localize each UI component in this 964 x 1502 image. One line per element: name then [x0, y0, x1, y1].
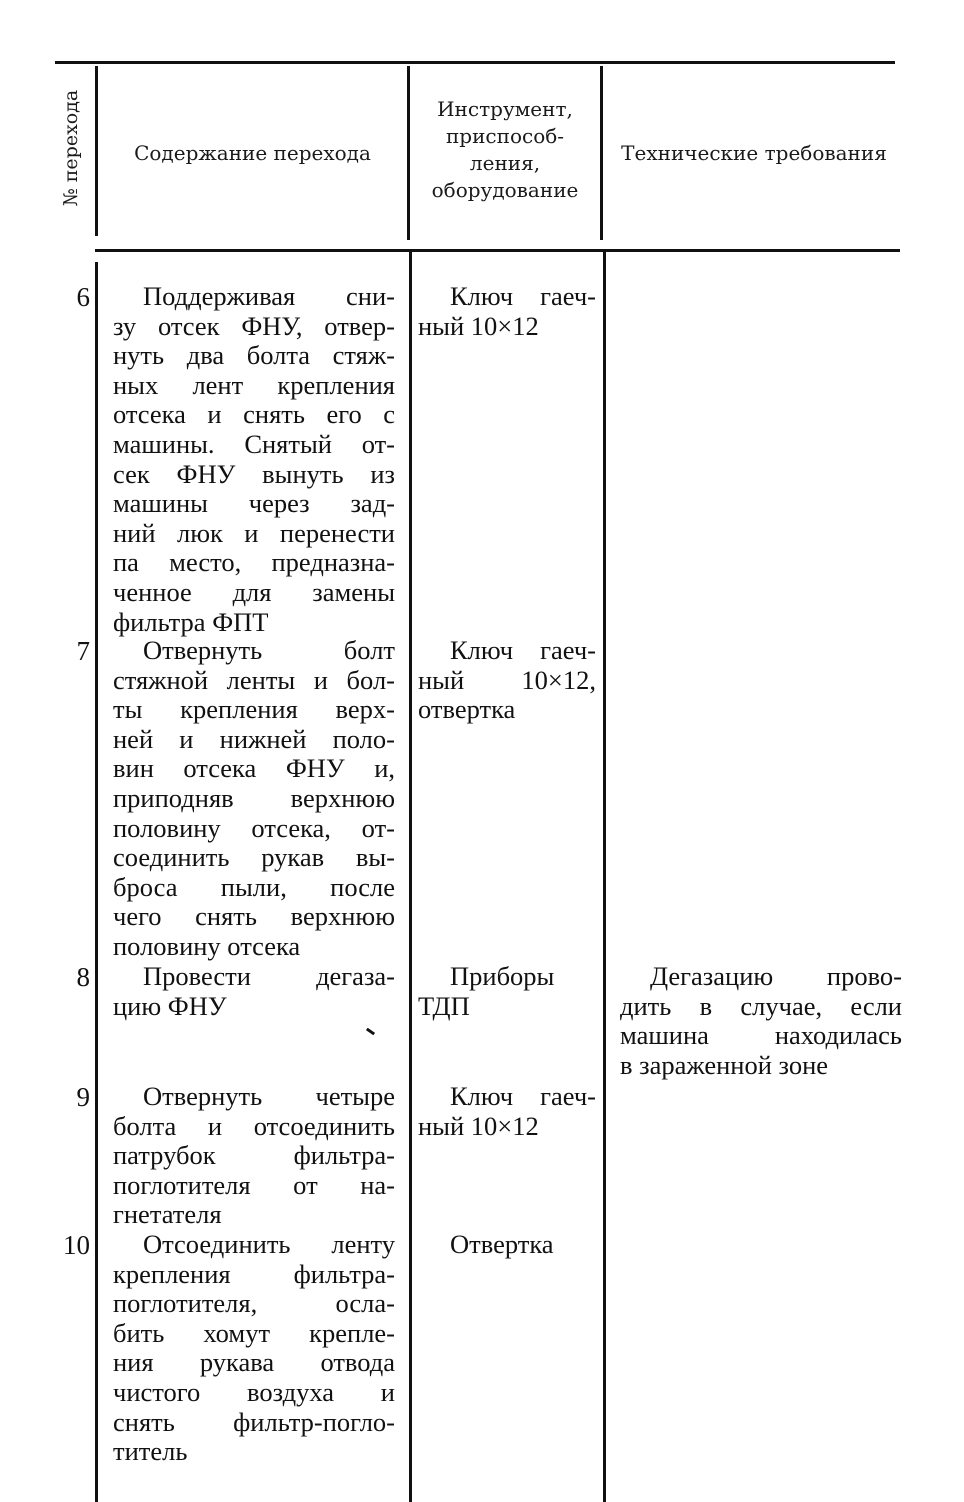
row-step-number: 6: [76, 282, 91, 312]
row-tools-line: ный 10×12: [418, 310, 539, 341]
row-tools-line: Отвертка: [450, 1229, 554, 1259]
row-tools-line: ТДП: [418, 990, 470, 1021]
row-tools: Ключ гаеч-ный 10×12: [418, 281, 596, 341]
row-step-content-line: половину отсека: [113, 930, 301, 961]
row-step-content-line: соединить рукав вы-: [113, 842, 395, 873]
row-step-number: 10: [63, 1230, 90, 1260]
row-step-content-line: чего снять верхнюю: [113, 901, 395, 932]
row-requirements-line: дить в случае, если: [620, 990, 902, 1021]
row-tools: Ключ гаеч-ный 10×12,отвертка: [418, 635, 596, 725]
row-step-content-line: патрубок фильтра-: [113, 1140, 395, 1171]
column-divider: [603, 252, 606, 1502]
row-step-content-line: поглотителя, осла-: [113, 1288, 395, 1319]
header-step-content: Содержание перехода: [134, 141, 371, 165]
column-divider: [95, 66, 98, 236]
row-step-content-line: крепления фильтра-: [113, 1258, 395, 1289]
row-step-content-line: Поддерживая сни-: [143, 281, 395, 311]
row-step-content-line: Отсоединить ленту: [143, 1229, 395, 1259]
row-step-content-line: машины через зад-: [113, 488, 395, 519]
column-divider: [407, 66, 410, 240]
row-tools-line: Ключ гаеч-: [450, 1081, 596, 1111]
row-tools: Отвертка: [418, 1229, 596, 1260]
row-tools-line: ный 10×12,: [418, 664, 596, 695]
row-step-content-line: броса пыли, после: [113, 871, 395, 902]
row-step-content-line: болта и отсоединить: [113, 1110, 395, 1141]
header-step-number: № перехода: [60, 89, 82, 207]
row-step-content-line: половину отсека, от-: [113, 812, 395, 843]
column-divider: [409, 252, 412, 1502]
row-requirements-line: Дегазацию прово-: [650, 961, 902, 991]
row-step-content-line: чистого воздуха и: [113, 1376, 395, 1407]
row-step-content-line: поглотителя от на-: [113, 1169, 395, 1200]
row-step-content-line: зу отсек ФНУ, отвер-: [113, 310, 395, 341]
row-step-content-line: ний люк и перенести: [113, 517, 395, 548]
row-step-content: Поддерживая сни-зу отсек ФНУ, отвер-нуть…: [113, 281, 395, 637]
row-step-content-line: снять фильтр-погло-: [113, 1406, 395, 1437]
header-tools: Инструмент, приспособ- ления, оборудован…: [431, 97, 579, 202]
row-tools-line: отвертка: [418, 694, 516, 725]
row-requirements-line: машина находилась: [620, 1020, 902, 1051]
row-step-number: 9: [76, 1082, 91, 1112]
row-step-content-line: машины. Снятый от-: [113, 428, 395, 459]
row-step-content-line: приподняв верхнюю: [113, 782, 395, 813]
row-tools-line: ный 10×12: [418, 1110, 539, 1141]
row-step-content-line: отсека и снять его с: [113, 399, 395, 430]
row-step-number: 7: [76, 636, 91, 666]
table-header-rule: [95, 249, 900, 252]
table-top-rule: [55, 61, 895, 64]
column-divider: [600, 66, 603, 240]
row-step-content-line: сек ФНУ вынуть из: [113, 458, 395, 489]
row-step-content-line: гнетателя: [113, 1199, 222, 1230]
row-tools-line: Ключ гаеч-: [450, 281, 596, 311]
row-step-content-line: титель: [113, 1436, 188, 1467]
row-tools: Ключ гаеч-ный 10×12: [418, 1081, 596, 1141]
row-step-content-line: стяжной ленты и бол-: [113, 664, 395, 695]
header-requirements: Технические требования: [621, 141, 887, 165]
row-step-content-line: Провести дегаза-: [143, 961, 395, 991]
row-step-content-line: вин отсека ФНУ и,: [113, 753, 395, 784]
row-step-content-line: ченное для замены: [113, 576, 395, 607]
row-step-number: 8: [76, 962, 91, 992]
row-requirements-line: в зараженной зоне: [620, 1049, 829, 1080]
stray-mark: [365, 1027, 376, 1036]
row-step-content-line: бить хомут крепле-: [113, 1317, 395, 1348]
row-step-content-line: цию ФНУ: [113, 990, 227, 1021]
row-tools-line: Приборы: [450, 961, 555, 991]
row-step-content-line: ней и нижней поло-: [113, 723, 395, 754]
row-step-content-line: па место, предназна-: [113, 547, 395, 578]
row-step-content-line: ния рукава отвода: [113, 1347, 395, 1378]
column-divider: [95, 262, 98, 1502]
row-step-content-line: Отвернуть болт: [143, 635, 395, 665]
row-step-content-line: нуть два болта стяж-: [113, 340, 395, 371]
row-tools-line: Ключ гаеч-: [450, 635, 596, 665]
row-step-content-line: Отвернуть четыре: [143, 1081, 395, 1111]
row-step-content: Провести дегаза-цию ФНУ: [113, 961, 395, 1021]
row-step-content-line: ных лент крепления: [113, 369, 395, 400]
row-step-content-line: фильтра ФПТ: [113, 606, 269, 637]
row-step-content-line: ты крепления верх-: [113, 694, 395, 725]
